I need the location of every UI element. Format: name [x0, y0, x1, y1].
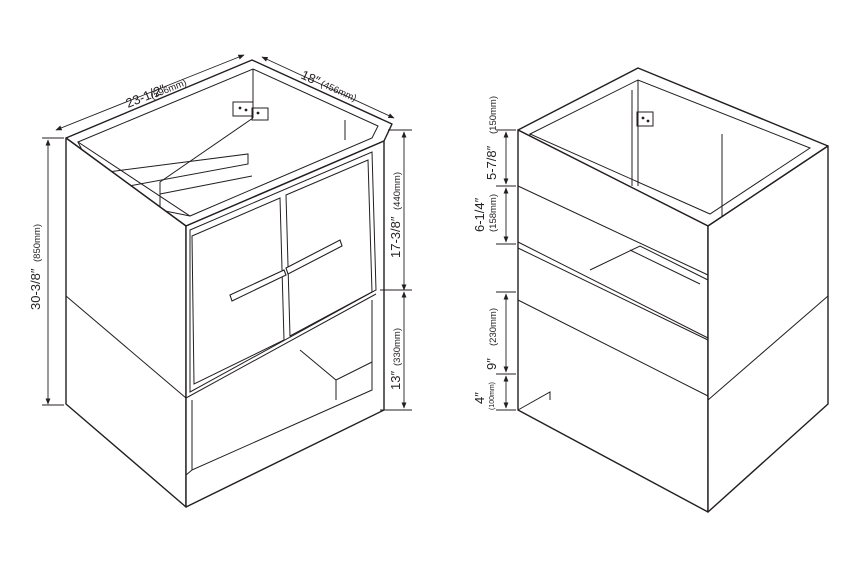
- shelf-back: [299, 349, 373, 400]
- upper-front-mm-label: (440mm): [392, 172, 403, 210]
- left-cabinet: [65, 59, 393, 508]
- dim-1-inch-label: 5-7/8″: [484, 145, 499, 180]
- back-strips: [517, 185, 709, 397]
- open-shelf: [185, 293, 377, 476]
- depth-dim-line: [261, 56, 395, 119]
- back-opening: [589, 245, 709, 285]
- dim-4-mm-label: (100mm): [489, 382, 496, 410]
- depth-mm-label: (456mm): [319, 79, 358, 105]
- left-side-panel: [65, 137, 187, 508]
- right-dimensions: 5-7/8″ (150mm) 6-1/4″ (158mm) 9″ (230mm)…: [472, 96, 516, 411]
- door-frame: [189, 151, 377, 393]
- right-top-opening: [528, 79, 812, 215]
- left-door-handle: [229, 269, 287, 302]
- right-side-split: [707, 295, 829, 401]
- left-side-split: [65, 295, 187, 399]
- height-mm-label: (850mm): [32, 224, 43, 262]
- left-front-face: [185, 140, 385, 508]
- lower-front-mm-label: (330mm): [392, 328, 403, 366]
- right-door: [285, 159, 373, 337]
- right-leg-notch: [517, 391, 551, 411]
- depth-inch-label: 18″: [299, 67, 323, 89]
- height-inch-label: 30-3/8″: [28, 268, 43, 310]
- dim-3-mm-label: (230mm): [488, 308, 499, 346]
- right-door-handle: [285, 239, 343, 275]
- left-hinge-icon: [232, 101, 269, 121]
- dim-4-inch-label: 4″: [472, 392, 487, 404]
- dim-3-inch-label: 9″: [484, 358, 499, 370]
- right-rear-panel: [517, 129, 709, 513]
- dim-2-inch-label: 6-1/4″: [472, 197, 487, 232]
- right-cabinet: [517, 67, 829, 513]
- dim-2-mm-label: (158mm): [488, 194, 499, 232]
- dim-1-mm-label: (150mm): [488, 96, 499, 134]
- width-dim-line: [55, 54, 245, 131]
- left-inner-rail: [107, 153, 253, 195]
- left-door: [191, 197, 285, 385]
- right-side-panel: [707, 145, 829, 513]
- lower-front-inch-label: 13″: [388, 371, 403, 390]
- right-hinge-icon: [636, 111, 654, 127]
- right-inner-walls: [529, 80, 723, 250]
- upper-front-inch-label: 17-3/8″: [388, 216, 403, 258]
